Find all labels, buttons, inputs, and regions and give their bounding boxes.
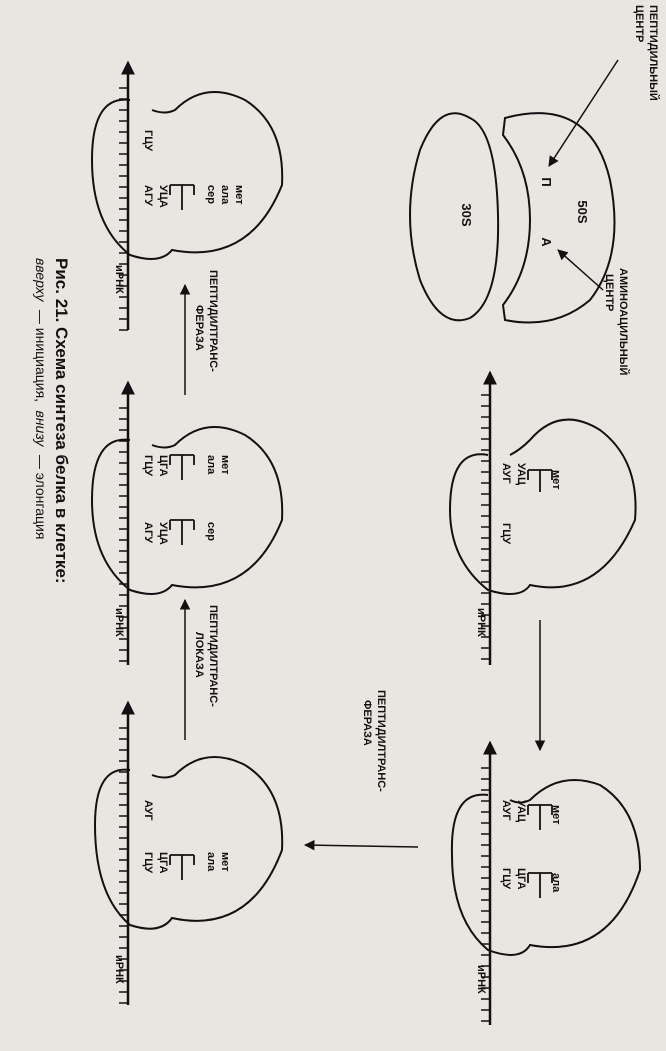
anticodon-cga-4: ЦГА [157, 852, 169, 874]
caption-subtitle: вверху — инициация, внизу — элонгация [32, 258, 49, 539]
trna-ala-4 [169, 854, 195, 880]
ribosome-outline-4 [93, 756, 284, 930]
enzyme-2-label-1: ПЕПТИДИЛТРАНС- [207, 605, 219, 707]
trna-met-2 [527, 469, 553, 492]
aa-ser-6: сер [205, 185, 217, 204]
codon-gcu-2: ГЦУ [500, 523, 512, 544]
ribosome-outline-5 [90, 426, 284, 595]
ribosome-outline-6 [90, 91, 284, 260]
mrna-codon-ticks [119, 87, 490, 1022]
enzyme-3-label-2: ФЕРАЗА [193, 305, 205, 351]
codon-agu-5: АГУ [142, 522, 154, 543]
elongation-ribosome-middle: мет ала сер ЦГА УЦА ГЦУ АГУ иРНК [90, 380, 284, 665]
codon-gcu-6: ГЦУ [142, 130, 154, 151]
peptidyl-center-arrow [548, 59, 619, 167]
aa-met-6: мет [233, 185, 245, 205]
codon-aug-2: АУГ [500, 463, 512, 484]
trna-ser-6 [169, 184, 195, 210]
large-subunit-50s [501, 112, 616, 324]
anticodon-cga-3: ЦГА [515, 868, 527, 890]
site-a-label: А [539, 237, 554, 247]
codon-agu-6: АГУ [142, 185, 154, 206]
aminoacyl-center-label-1: АМИНОАЦИЛЬНЫЙ [617, 268, 630, 375]
aa-met-4: мет [219, 852, 231, 872]
caption-title: Рис. 21. Схема синтеза белка в клетке: [52, 258, 71, 584]
codon-gcu-4: ГЦУ [142, 852, 154, 873]
small-subunit-30s [409, 112, 500, 322]
aa-ala-3: ала [550, 873, 562, 893]
step-arrow-left [303, 839, 419, 851]
aa-met-5: мет [219, 455, 231, 475]
aminoacyl-center-label-2: ЦЕНТР [603, 274, 615, 311]
codon-aug-3: АУГ [500, 800, 512, 821]
ribosome-outline-2 [448, 418, 637, 595]
aminoacyl-center-arrow [557, 249, 604, 291]
subunit-50s-label: 50S [575, 200, 590, 223]
peptidyl-center-label-1: ПЕПТИДИЛЬНЫЙ [647, 5, 660, 101]
mrna-label-6: иРНК [113, 265, 125, 294]
aa-ser-5: сер [205, 522, 217, 541]
codon-gcu-3: ГЦУ [500, 868, 512, 889]
figure-caption: Рис. 21. Схема синтеза белка в клетке: в… [32, 258, 71, 584]
aa-ala-4: ала [205, 852, 217, 872]
ribosome-subunits: 50S 30S П А ПЕПТИДИЛЬНЫЙ ЦЕНТР АМИНОАЦИЛ… [409, 5, 660, 375]
aa-ala-5: ала [205, 455, 217, 475]
trna-ser-5 [169, 519, 195, 545]
initiation-ribosome: мет УАЦ АУГ ГЦУ иРНК [448, 370, 637, 665]
enzyme-1-label-2: ФЕРАЗА [361, 700, 373, 746]
trna-met-3 [527, 804, 553, 830]
codon-gcu-5: ГЦУ [142, 455, 154, 476]
aa-met-2: мет [550, 470, 562, 490]
anticodon-uac-3: УАЦ [515, 800, 527, 822]
anticodon-uac-2: УАЦ [515, 463, 527, 485]
anticodon-uca-6: УЦА [157, 185, 169, 208]
peptidyl-center-label-2: ЦЕНТР [633, 5, 645, 42]
site-p-label: П [539, 177, 554, 186]
aa-ala-6: ала [219, 185, 231, 205]
codon-aug-4: АУГ [142, 800, 154, 821]
anticodon-cga-5: ЦГА [157, 455, 169, 477]
trna-ala-5 [169, 454, 195, 480]
caption-bottom-word: внизу [33, 411, 49, 448]
mrna-label-3: иРНК [475, 965, 487, 994]
caption-bottom-text: — элонгация [33, 455, 49, 540]
ribosome-outline-3 [450, 779, 642, 956]
mrna-label-2: иРНК [475, 608, 487, 637]
elongation-ribosome-bottom: мет ала ЦГА АУГ ГЦУ иРНК [93, 700, 284, 1005]
caption-top-word: вверху [33, 258, 49, 302]
caption-top-text: — инициация, [33, 310, 49, 402]
subunit-30s-label: 30S [459, 203, 474, 226]
enzyme-2-label-2: ЛОКАЗА [193, 632, 205, 678]
anticodon-uca-5: УЦА [157, 522, 169, 545]
aa-met-3: мет [550, 805, 562, 825]
enzyme-3-label-1: ПЕПТИДИЛТРАНС- [207, 270, 219, 372]
enzyme-1-label-1: ПЕПТИДИЛТРАНС- [375, 690, 387, 792]
elongation-ribosome-last: мет ала сер УЦА ГЦУ АГУ иРНК [90, 60, 284, 330]
elongation-ribosome-top: мет ала УАЦ ЦГА АУГ ГЦУ иРНК [450, 740, 642, 1025]
mrna-label-5: иРНК [113, 608, 125, 637]
trna-ala-3 [527, 872, 553, 898]
